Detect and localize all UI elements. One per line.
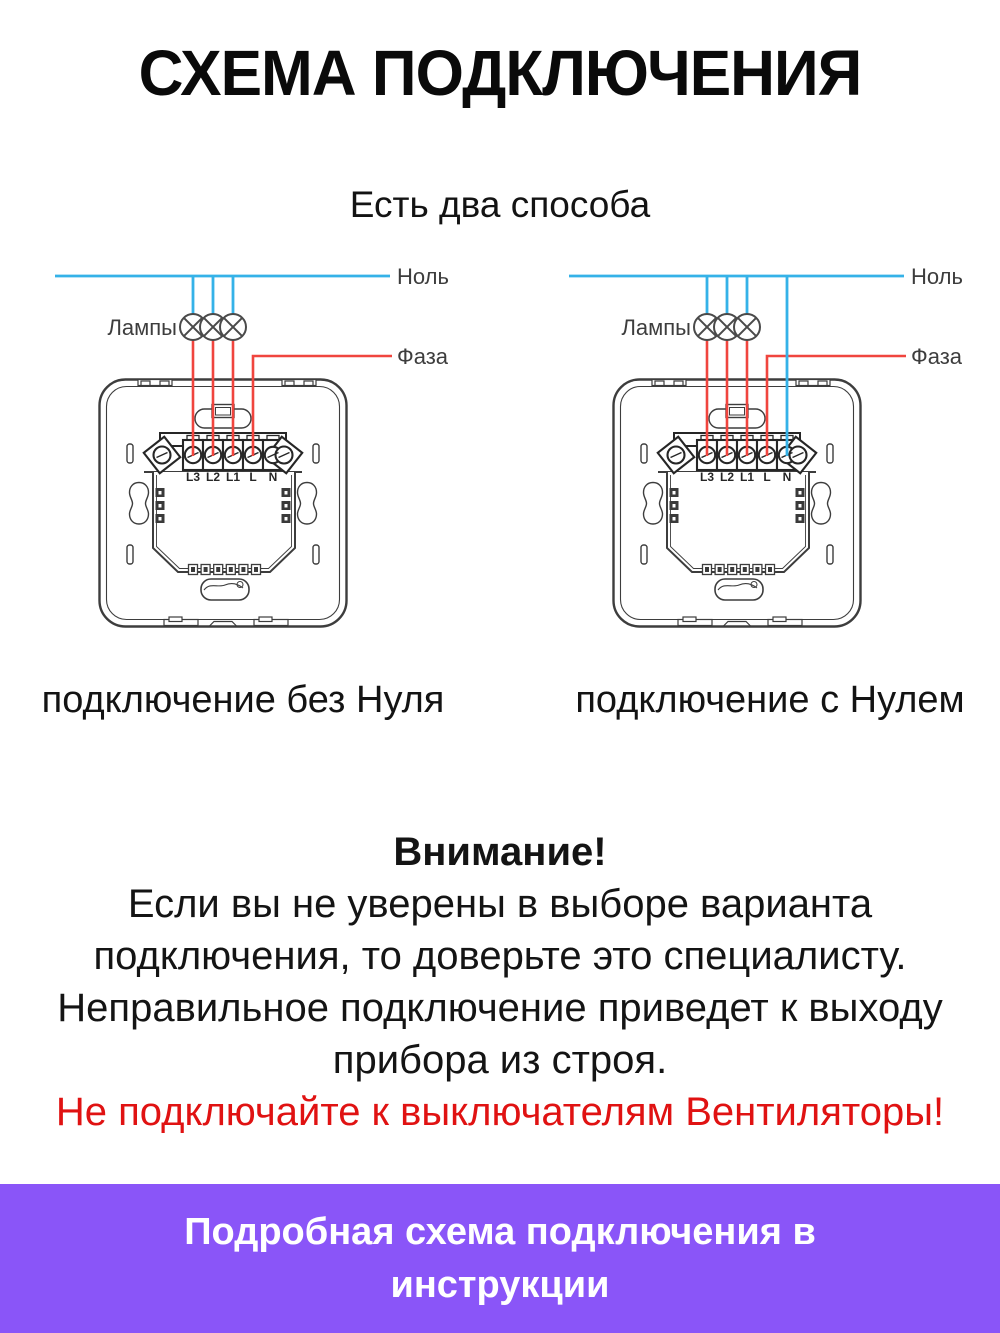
neutral-label: Ноль — [397, 264, 449, 289]
lamp-icon — [219, 313, 247, 341]
warning-line: прибора из строя. — [332, 1038, 668, 1082]
svg-text:L: L — [249, 470, 256, 484]
phase-label: Фаза — [911, 344, 963, 369]
svg-text:L: L — [763, 470, 770, 484]
lamp-drop-wires — [191, 276, 235, 315]
diagram-without-neutral: Ноль Фаза Лампы L3 L2 L1 L N — [55, 264, 449, 650]
svg-text:L1: L1 — [226, 470, 240, 484]
warning-line: Если вы не уверены в выборе варианта — [127, 882, 873, 926]
lamp-to-terminal-wires — [705, 340, 749, 456]
caption-without-neutral: подключение без Нуля — [41, 679, 445, 721]
svg-text:L2: L2 — [206, 470, 220, 484]
footer-banner: Подробная схема подключения в инструкции — [0, 1184, 1000, 1333]
page-subtitle: Есть два способа — [349, 184, 651, 225]
page-title: СХЕМА ПОДКЛЮЧЕНИЯ — [138, 37, 863, 109]
switch-drawing — [614, 380, 861, 627]
lamps-label: Лампы — [621, 315, 691, 340]
caption-with-neutral: подключение с Нулем — [575, 679, 965, 721]
warning-line: Неправильное подключение приведет к выхо… — [57, 986, 943, 1030]
switch-drawing — [100, 380, 347, 627]
lamps-label: Лампы — [107, 315, 177, 340]
svg-text:N: N — [269, 470, 278, 484]
svg-text:N: N — [783, 470, 792, 484]
svg-text:L3: L3 — [700, 470, 714, 484]
terminal-labels: L3 L2 L1 L N — [186, 470, 277, 484]
warning-heading: Внимание! — [393, 830, 607, 874]
phase-wire — [765, 354, 906, 456]
lamp-icon — [733, 313, 761, 341]
phase-wire — [251, 354, 392, 456]
warning-block: Внимание! Если вы не уверены в выборе ва… — [0, 826, 1000, 1138]
warning-line: подключения, то доверьте это специалисту… — [93, 934, 907, 978]
warning-alert-line: Не подключайте к выключателям Вентилятор… — [55, 1090, 945, 1134]
svg-text:L2: L2 — [720, 470, 734, 484]
diagram-with-neutral: Ноль Фаза Лампы L3 L2 L1 L N — [569, 264, 963, 650]
terminal-labels: L3 L2 L1 L N — [700, 470, 791, 484]
lamp-drop-wires — [705, 276, 749, 315]
svg-text:L1: L1 — [740, 470, 754, 484]
neutral-label: Ноль — [911, 264, 963, 289]
lamp-to-terminal-wires — [191, 340, 235, 456]
phase-label: Фаза — [397, 344, 449, 369]
svg-text:L3: L3 — [186, 470, 200, 484]
footer-text: Подробная схема подключения в инструкции — [184, 1210, 816, 1306]
